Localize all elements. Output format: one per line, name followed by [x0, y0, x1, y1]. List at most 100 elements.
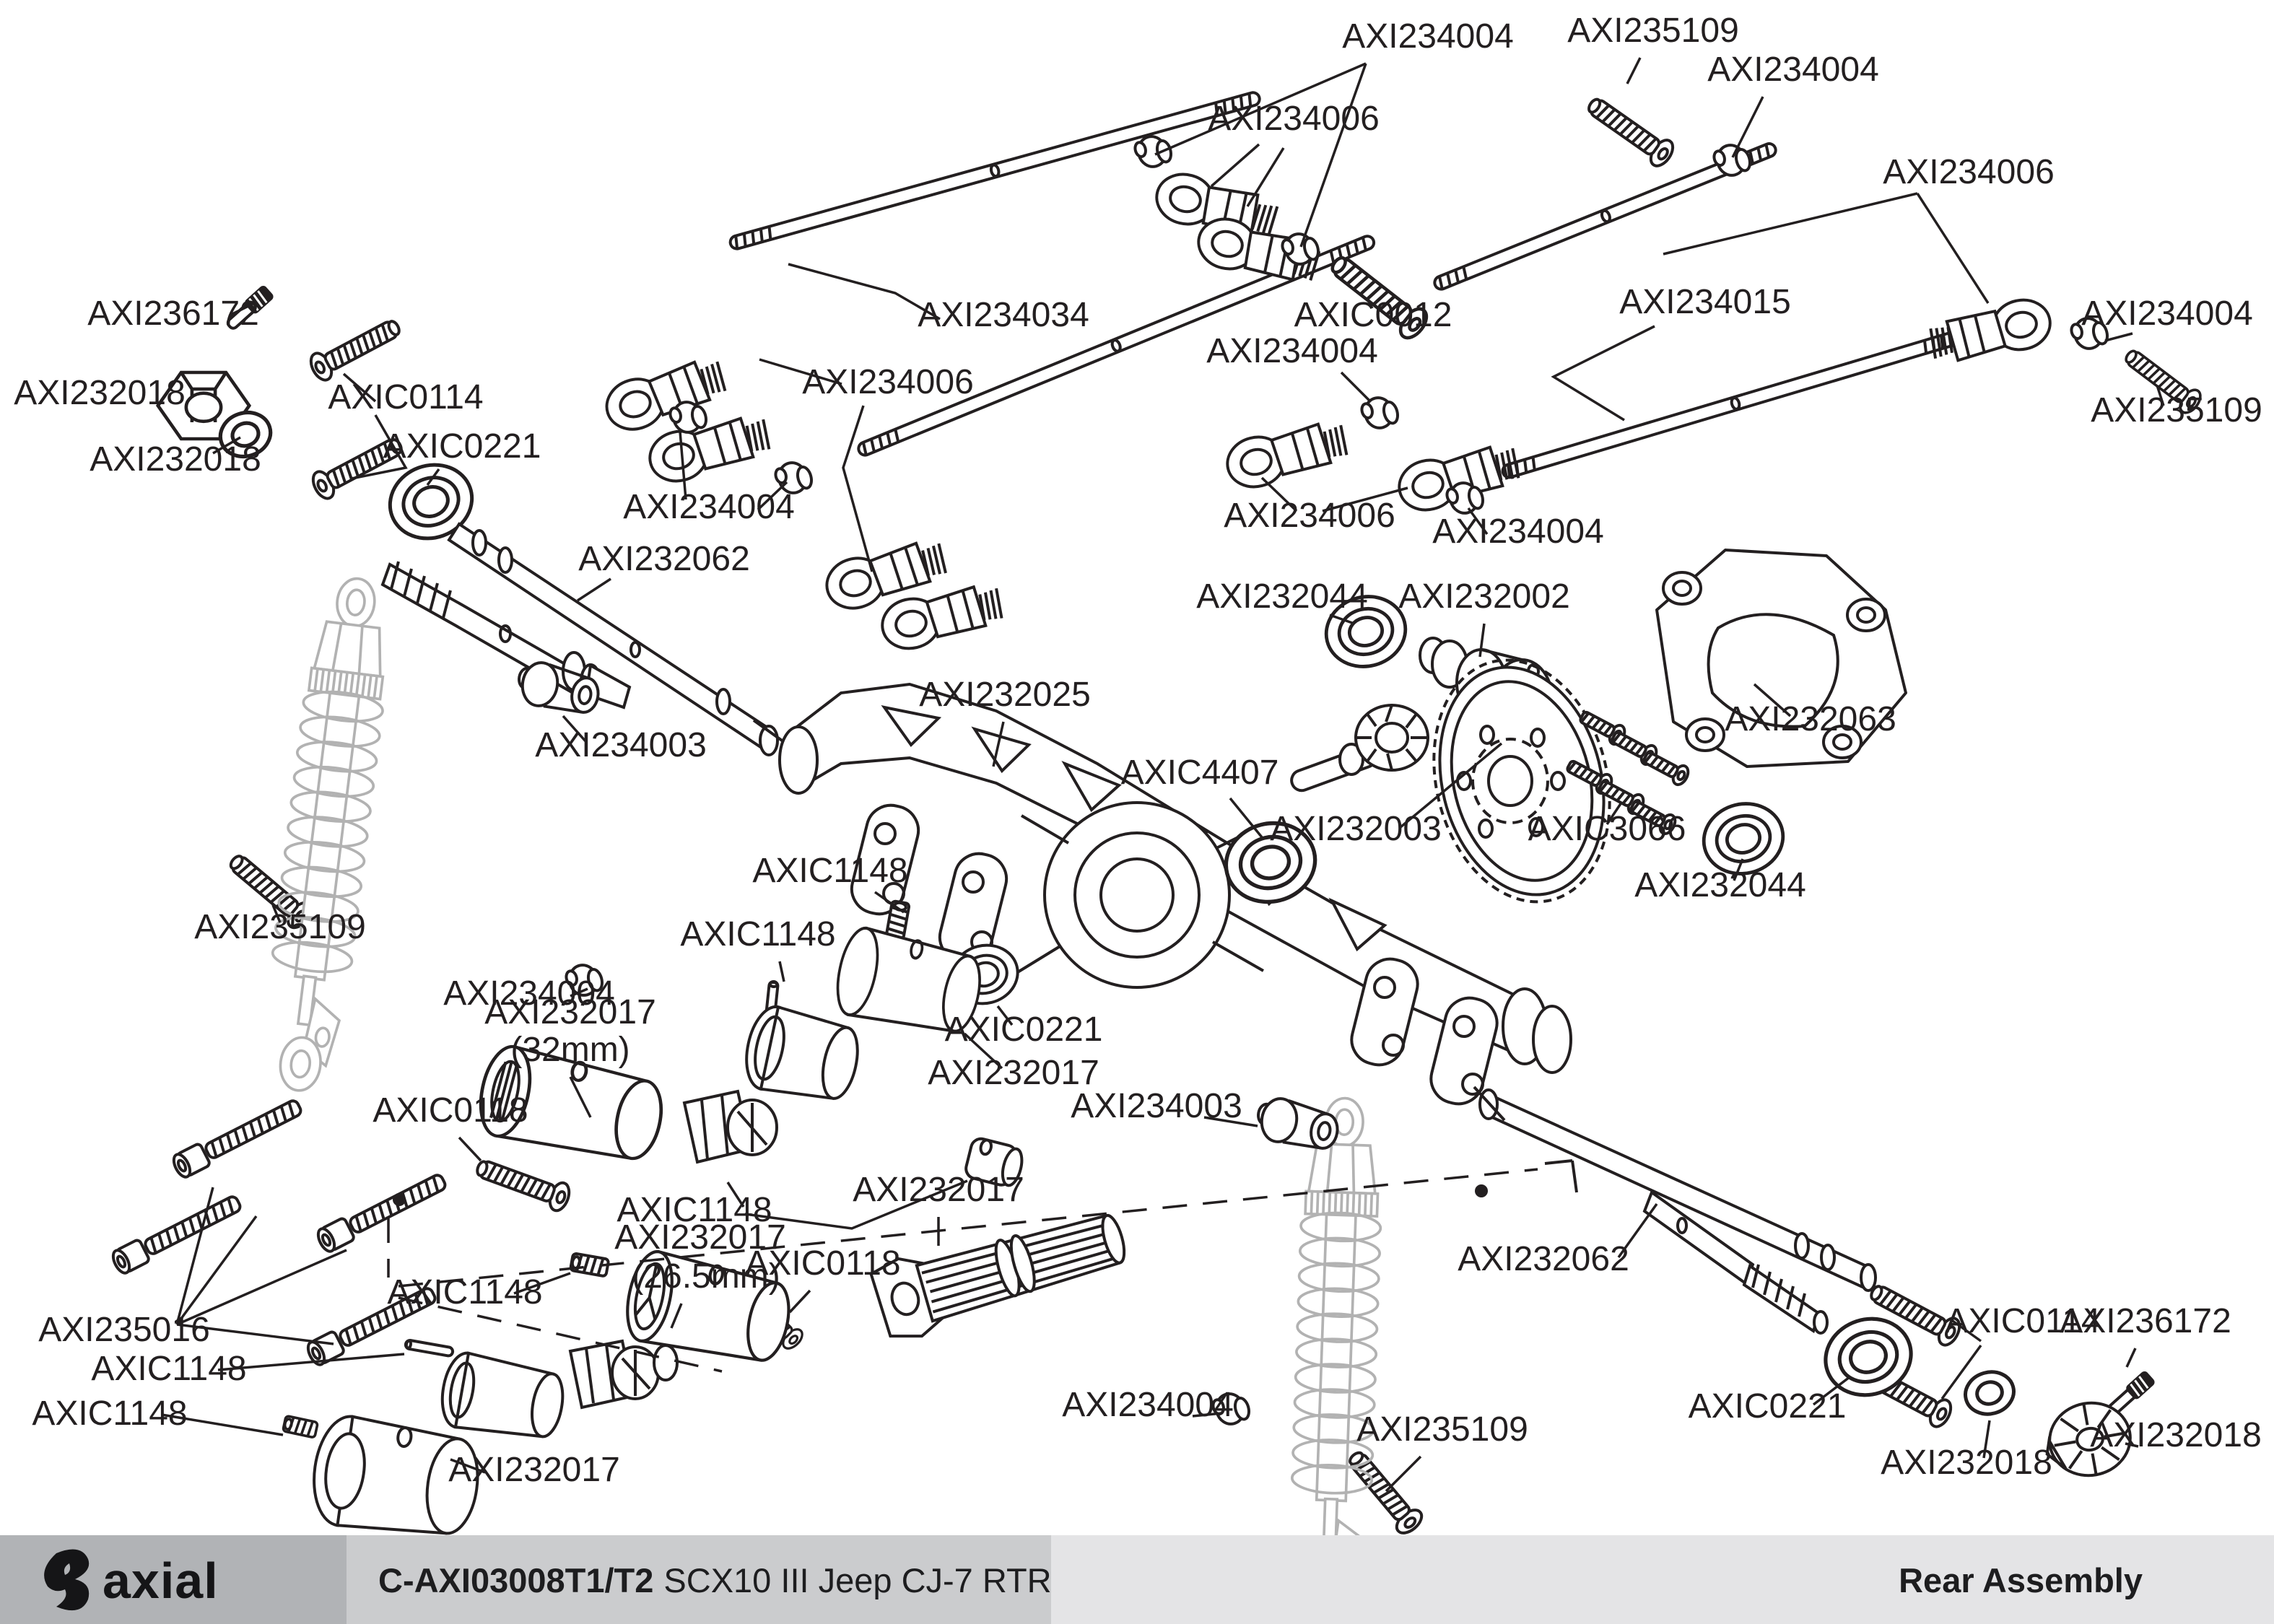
leader-line [176, 1249, 347, 1326]
part-callout-label: AXI234004 [1707, 51, 1879, 89]
part-callout-label: AXIC0118 [373, 1091, 528, 1130]
part-callout-label: AXI232062 [578, 540, 750, 578]
part-callout-label: AXI232017 [614, 1218, 786, 1257]
part-callout-label: AXIC0012 [1294, 296, 1452, 334]
part-callout-label: AXIC0114 [328, 378, 483, 416]
leader-line [217, 1353, 405, 1371]
part-callout-label: AXI234004 [2081, 294, 2253, 333]
part-callout-label: AXIC0221 [1689, 1387, 1847, 1426]
part-callout-label: AXIC3066 [1528, 810, 1686, 848]
leader-line [229, 302, 255, 317]
leader-line [2104, 332, 2133, 342]
part-callout-label: AXI232017 [853, 1171, 1024, 1209]
part-callout-label: AXI234034 [918, 296, 1089, 334]
wheel-nut-hardware-right [1642, 1189, 2156, 1485]
part-callout-label: AXI232063 [1725, 700, 1896, 738]
part-callout-label: (32mm) [510, 1031, 630, 1069]
part-callout-label: AXI234003 [535, 726, 707, 764]
part-callout-label: AXIC4407 [1121, 754, 1279, 792]
part-callout-label: AXI232018 [14, 374, 186, 412]
part-callout-label: AXI232062 [1458, 1240, 1629, 1278]
part-callout-label: AXI232018 [90, 440, 261, 479]
part-callout-label: AXI232017 [448, 1451, 620, 1489]
part-callout-label: AXI234004 [1432, 512, 1604, 551]
part-callout-label: AXIC1148 [387, 1273, 542, 1311]
part-callout-label: AXI234004 [1342, 17, 1514, 56]
leader-line [778, 961, 785, 982]
leader-line [1617, 1202, 1658, 1259]
leader-line [726, 1182, 745, 1208]
leader-line [2125, 1442, 2139, 1448]
part-callout-label: AXI235016 [38, 1311, 210, 1349]
splined-shaft-232017 [869, 1213, 1126, 1338]
leader-line [450, 1458, 486, 1474]
hex-ball-joint-2 [568, 1339, 679, 1410]
leader-line [1812, 1376, 1851, 1406]
part-callout-label: AXI236172 [2060, 1302, 2231, 1340]
leader-line [1940, 1344, 1982, 1400]
leader-line [1663, 192, 1918, 256]
part-callout-label: AXI232025 [919, 676, 1091, 714]
stub-axle-left [380, 561, 632, 710]
part-callout-label: AXIC0221 [383, 427, 541, 466]
part-callout-label: AXI232002 [1398, 577, 1570, 616]
part-callout-label: AXIC1148 [617, 1191, 772, 1229]
diff-cover-232063 [1655, 549, 1907, 768]
leader-line [562, 715, 588, 743]
tie-rod-upper [728, 91, 1376, 457]
part-callout-label: AXI234003 [1071, 1087, 1242, 1125]
leader-line [1210, 143, 1260, 188]
sheet-title: Rear Assembly [1899, 1561, 2143, 1599]
part-callout-label: AXI232018 [1881, 1444, 2052, 1482]
part-callout-label: AXIC1148 [32, 1394, 187, 1433]
shock-absorber-left [255, 572, 400, 1096]
part-callout-label: AXIC0114 [1945, 1302, 2100, 1340]
leader-line [1733, 858, 1744, 881]
round-hub-232017 [313, 1415, 479, 1535]
leader-line [1203, 1116, 1258, 1127]
axial-logo: axial [44, 1549, 218, 1611]
part-callout-label: AXIC0118 [745, 1244, 900, 1283]
part-callout-label: AXIC1148 [752, 852, 907, 890]
leader-line [161, 1413, 284, 1436]
part-callout-label: AXI235109 [194, 908, 366, 946]
u-joint-cluster [313, 1339, 679, 1535]
footer-title-panel [347, 1535, 1051, 1624]
leader-line [1192, 1412, 1222, 1418]
leader-line [1982, 1420, 1991, 1459]
leader-line [992, 721, 1005, 767]
leader-line [1322, 486, 1408, 512]
part-callout-label: AXI234004 [623, 488, 795, 526]
part-callout-label: AXI232018 [2090, 1416, 2262, 1454]
part-callout-label: AXI235109 [1567, 12, 1739, 50]
dashed-callout-box [387, 1159, 1578, 1373]
driveshaft-left [447, 522, 785, 756]
leader-line [1329, 614, 1355, 625]
part-callout-label: AXI232044 [1634, 866, 1806, 904]
leader-line [1385, 1455, 1422, 1493]
product-name: SCX10 III Jeep CJ-7 RTR [663, 1561, 1051, 1599]
leader-line [670, 1303, 683, 1329]
leader-line [1340, 371, 1372, 403]
leader-line [458, 1136, 482, 1162]
leader-line [963, 1032, 1003, 1070]
part-callout-label: AXI234006 [1224, 497, 1395, 535]
leader-line [842, 405, 874, 572]
hex-ball-joint [682, 1089, 778, 1164]
leader-line [1626, 57, 1642, 84]
leader-line [570, 987, 588, 997]
part-callout-label: AXI234004 [1206, 332, 1378, 370]
leader-line [1229, 797, 1263, 839]
leader-line [1949, 1318, 1982, 1343]
coupler-26-5 [620, 1247, 796, 1370]
part-callout-label: AXI232017 [928, 1054, 1099, 1092]
part-callout-label: AXI234006 [1883, 153, 2055, 191]
leader-line [212, 436, 241, 455]
leader-line [1154, 62, 1367, 156]
spur-gear [1432, 658, 1611, 904]
differential-parts [944, 549, 1907, 1012]
part-callout-label: AXI235109 [2091, 391, 2262, 429]
callouts-layer: AXI236172AXI232018AXI232018AXIC0114AXIC0… [14, 12, 2262, 1493]
